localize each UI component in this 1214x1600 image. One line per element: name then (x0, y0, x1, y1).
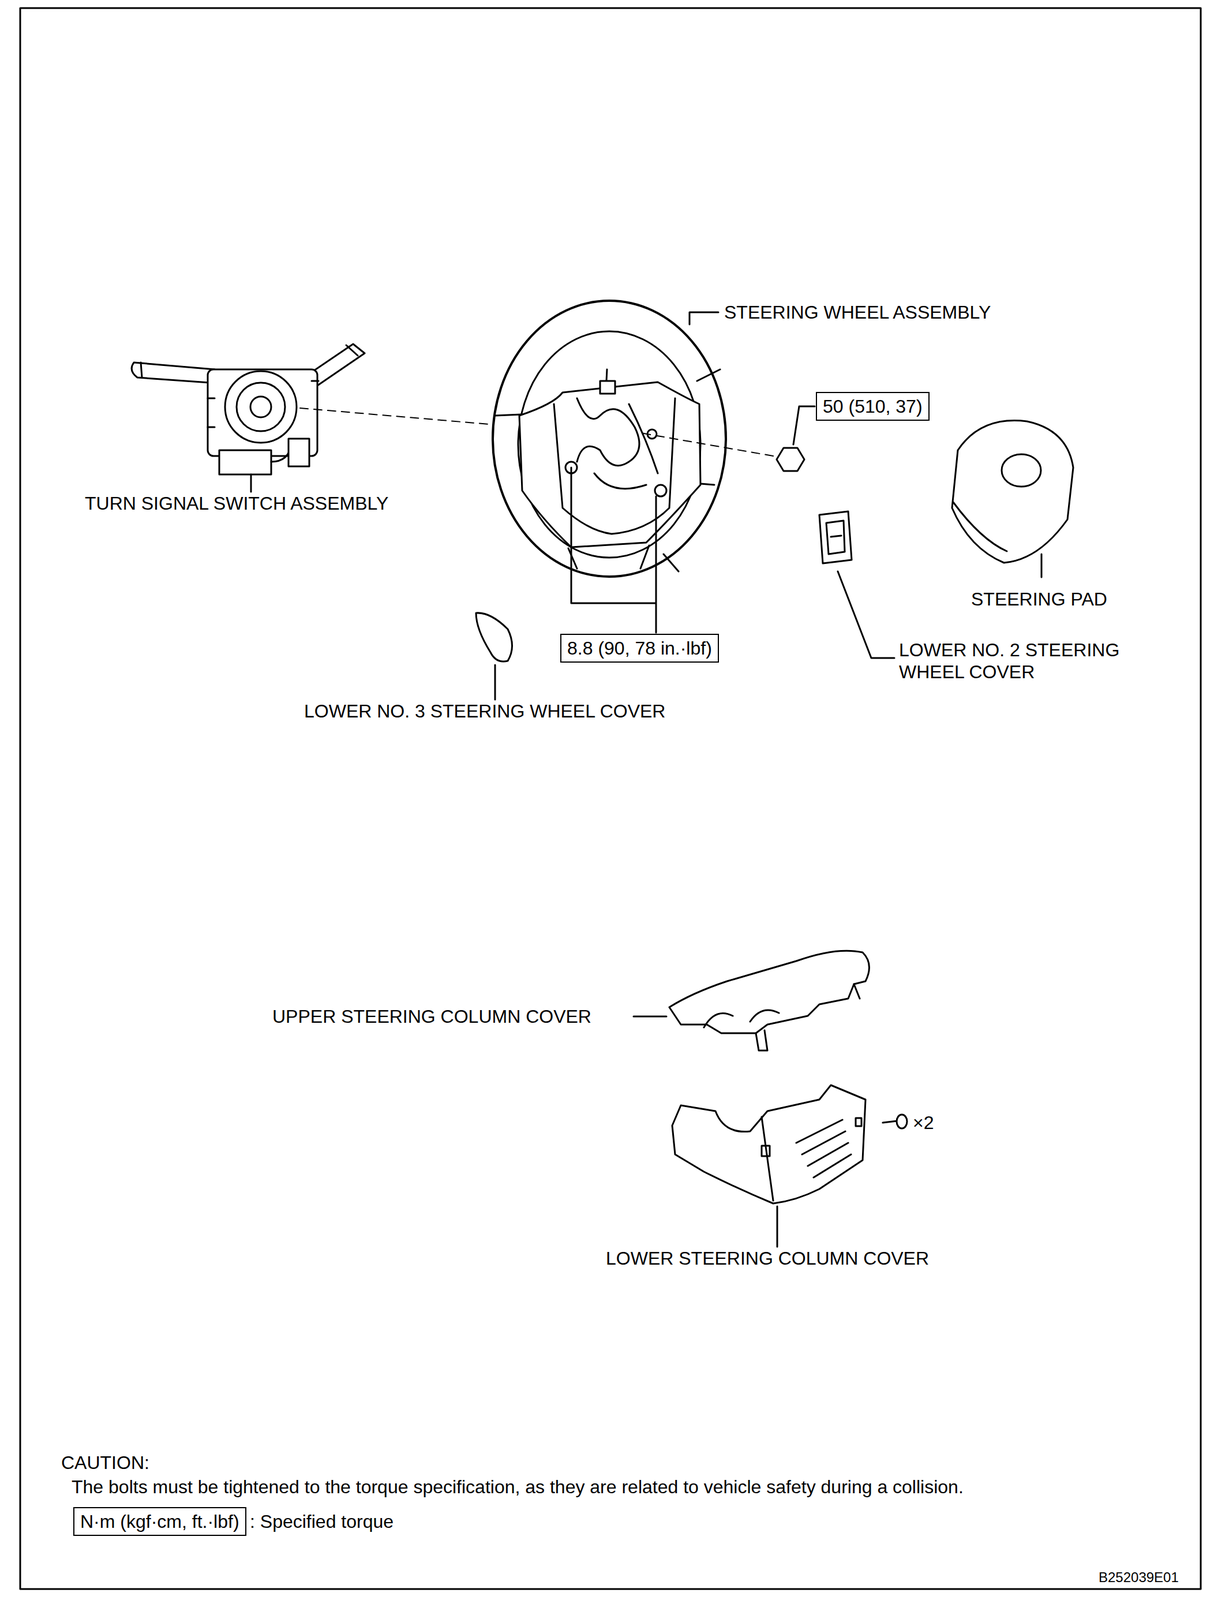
caution-note: The bolts must be tightened to the torqu… (71, 1475, 964, 1498)
nut (776, 447, 805, 471)
torque-box: 8.8 (90, 78 in.·lbf) (560, 633, 719, 663)
leader-line (837, 571, 895, 658)
leader-line (250, 474, 253, 492)
lower-column-cover (672, 1084, 866, 1204)
part-name: LOWER STEERING COLUMN COVER (605, 1246, 929, 1269)
quantity: ×2 (912, 1111, 934, 1134)
legend-text: : Specified torque (249, 1509, 394, 1532)
torque-value: 50 (510, 37) (822, 395, 923, 417)
torque-box: 50 (510, 37) (815, 391, 930, 421)
leader-line (689, 312, 719, 325)
center-line (640, 432, 774, 456)
part-name: LOWER NO. 3 STEERING WHEEL COVER (304, 699, 666, 722)
lower-no3-cover (476, 612, 513, 662)
leader-line (793, 406, 815, 445)
part-name: LOWER NO. 2 STEERING WHEEL COVER (898, 638, 1171, 683)
caution-heading: CAUTION: (61, 1451, 150, 1474)
screw (882, 1114, 908, 1129)
center-line (300, 407, 497, 425)
figure-code: B252039E01 (1098, 1568, 1179, 1586)
lower-no2-cover (819, 511, 852, 564)
steering-pad (952, 420, 1074, 563)
upper-column-cover (669, 950, 869, 1051)
torque-value: N·m (kgf·cm, ft.·lbf) (80, 1510, 240, 1532)
torque-value: 8.8 (90, 78 in.·lbf) (567, 637, 713, 659)
leader-line (494, 664, 497, 700)
part-name: TURN SIGNAL SWITCH ASSEMBLY (84, 492, 389, 515)
legend-torque-box: N·m (kgf·cm, ft.·lbf) (73, 1506, 247, 1536)
leader-line (776, 1205, 779, 1247)
part-name: STEERING PAD (971, 587, 1108, 610)
turn-signal-switch (131, 343, 365, 475)
steering-wheel (492, 300, 726, 577)
frame-border (20, 8, 1201, 1589)
leader-line (571, 467, 657, 633)
part-name: STEERING WHEEL ASSEMBLY (724, 301, 991, 324)
leader-line (1040, 553, 1043, 577)
part-name: UPPER STEERING COLUMN COVER (272, 1005, 592, 1028)
leader-line (633, 1015, 667, 1018)
